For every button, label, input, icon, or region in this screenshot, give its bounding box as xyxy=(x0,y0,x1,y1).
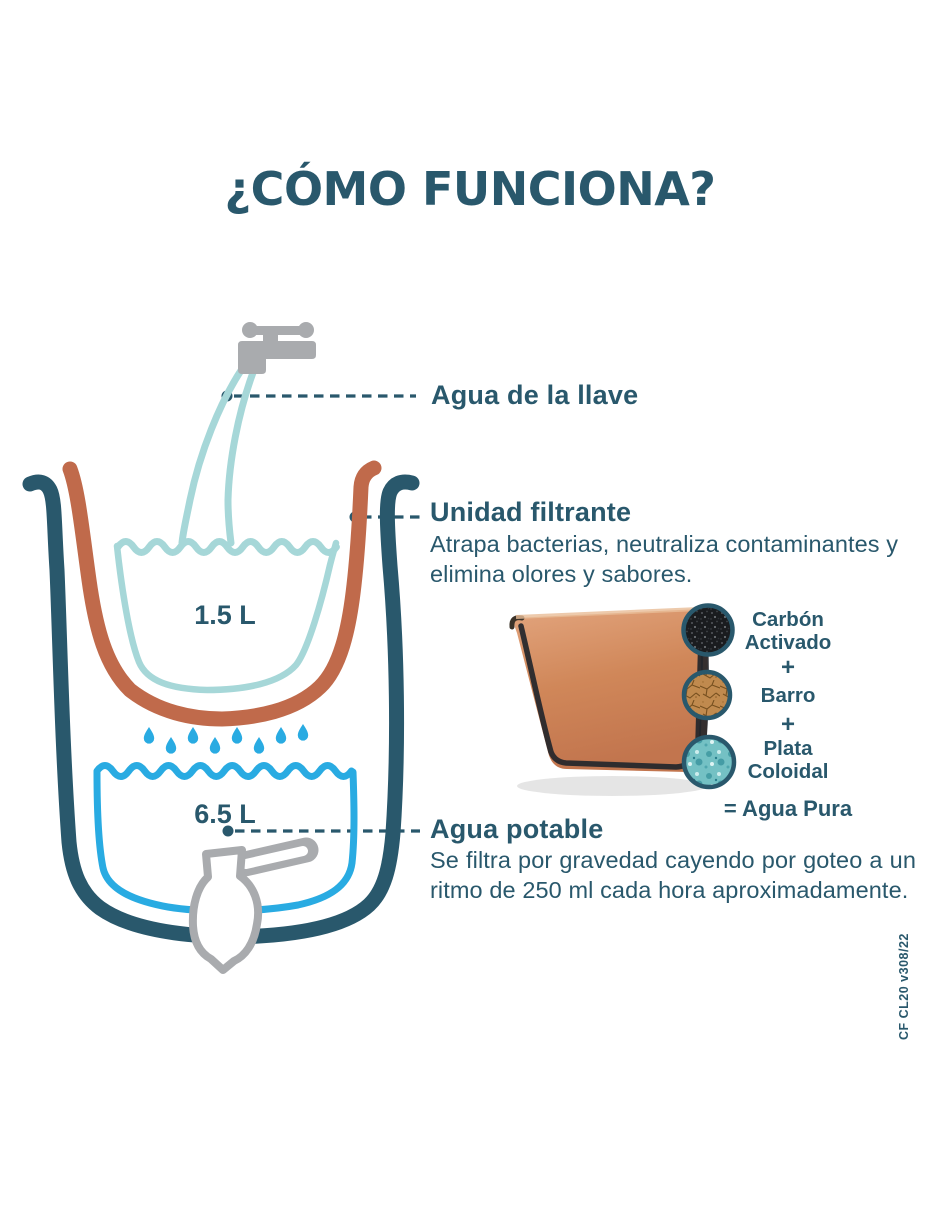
potable-water-description: Se filtra por gravedad cayendo por goteo… xyxy=(430,847,916,903)
composition-item-barro: Barro xyxy=(760,684,816,707)
filter-capacity-value: 1.5 L xyxy=(194,600,256,630)
filter-pot-photo xyxy=(509,607,709,796)
reservoir-capacity-value: 6.5 L xyxy=(194,799,256,829)
composition-item-plata: Plata Coloidal xyxy=(747,737,829,783)
composition-plus-sign: + xyxy=(780,711,795,738)
callout-line-potable-water xyxy=(222,825,420,837)
filter-unit-description: Atrapa bacterias, neutraliza contaminant… xyxy=(430,531,899,587)
composition-plus-sign: + xyxy=(780,654,795,681)
spigot-icon xyxy=(188,837,319,974)
reservoir-water-surface xyxy=(93,762,355,780)
callout-line-tap-water xyxy=(221,390,416,402)
page-title: ¿CÓMO FUNCIONA? xyxy=(224,162,716,216)
filter-unit-outline xyxy=(62,460,382,727)
filter-unit-label: Unidad filtrante xyxy=(430,497,632,527)
footer-version-code: CF CL20 v308/22 xyxy=(897,933,911,1040)
carbon-activado-swatch xyxy=(681,603,735,657)
potable-water-label: Agua potable xyxy=(430,814,604,844)
barro-swatch xyxy=(681,669,733,721)
faucet-icon xyxy=(238,322,316,374)
pot-shadow xyxy=(517,776,707,796)
filter-water-surface xyxy=(114,538,340,556)
tap-water-stream-icon xyxy=(178,365,258,547)
tap-water-label: Agua de la llave xyxy=(431,380,639,410)
filter-water-outline xyxy=(113,538,340,694)
drip-drops-icon xyxy=(143,724,309,754)
plata-coloidal-swatch xyxy=(681,734,737,790)
composition-item-carbon: Carbón Activado xyxy=(744,608,832,654)
composition-result-label: = Agua Pura xyxy=(723,796,853,821)
